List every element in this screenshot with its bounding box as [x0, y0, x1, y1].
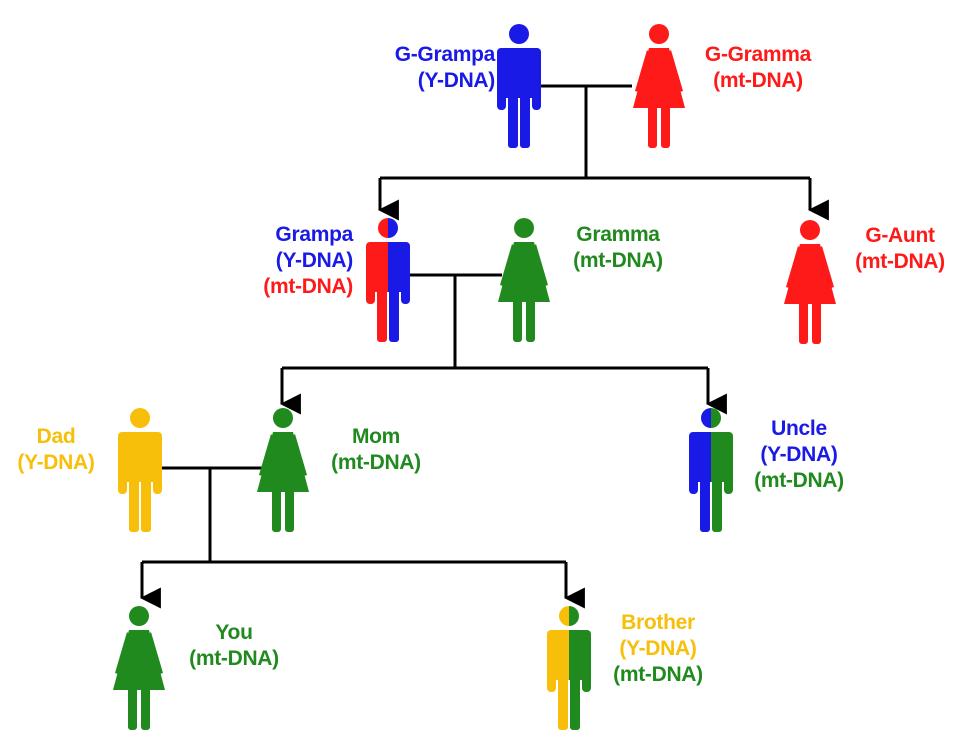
gramma-label: Gramma (mt-DNA): [556, 222, 680, 274]
ggramma-dna-1: (mt-DNA): [713, 69, 803, 92]
you-name: You: [215, 621, 253, 644]
dad-label: Dad (Y-DNA): [2, 424, 110, 476]
uncle-name: Uncle: [771, 417, 827, 440]
mom-dna-1: (mt-DNA): [331, 451, 421, 474]
dad-dna-1: (Y-DNA): [17, 451, 95, 474]
gramma-dna-1: (mt-DNA): [573, 249, 663, 272]
ggrampa-dna-1: (Y-DNA): [417, 69, 496, 92]
grampa-name: Grampa: [275, 223, 353, 246]
brother-dna-1: (Y-DNA): [619, 637, 697, 660]
grampa-dna-1: (Y-DNA): [275, 249, 354, 272]
gaunt-dna-1: (mt-DNA): [855, 250, 945, 273]
ggrampa-name: G-Grampa: [394, 43, 496, 66]
gaunt-label: G-Aunt (mt-DNA): [838, 223, 961, 275]
you-figure-icon: [113, 606, 165, 730]
brother-name: Brother: [621, 611, 695, 634]
grampa-dna-2: (mt-DNA): [263, 275, 353, 298]
brother-label: Brother (Y-DNA) (mt-DNA): [596, 610, 720, 688]
gramma-figure-icon: [498, 218, 550, 342]
dad-name: Dad: [36, 425, 76, 448]
ggrampa-label: G-Grampa (Y-DNA): [394, 42, 496, 94]
gaunt-figure-icon: [784, 220, 836, 344]
mom-label: Mom (mt-DNA): [314, 424, 438, 476]
ggramma-figure-icon: [633, 24, 685, 148]
brother-figure-icon: [547, 606, 591, 730]
dad-figure-icon: [118, 408, 162, 532]
grampa-label: Grampa (Y-DNA) (mt-DNA): [263, 222, 353, 300]
you-label: You (mt-DNA): [172, 620, 296, 672]
ggramma-label: G-Gramma (mt-DNA): [688, 42, 828, 94]
uncle-figure-icon: [689, 408, 733, 532]
gramma-name: Gramma: [576, 223, 660, 246]
brother-dna-2: (mt-DNA): [613, 663, 703, 686]
connector-lines: [139, 84, 829, 609]
gaunt-name: G-Aunt: [865, 224, 935, 247]
uncle-label: Uncle (Y-DNA) (mt-DNA): [744, 416, 854, 494]
ggrampa-figure-icon: [497, 24, 541, 148]
mom-figure-icon: [257, 408, 309, 532]
you-dna-1: (mt-DNA): [189, 647, 279, 670]
uncle-dna-2: (mt-DNA): [754, 469, 844, 492]
uncle-dna-1: (Y-DNA): [760, 443, 838, 466]
ggramma-name: G-Gramma: [704, 43, 812, 66]
grampa-figure-icon: [366, 218, 410, 342]
mom-name: Mom: [351, 425, 401, 448]
